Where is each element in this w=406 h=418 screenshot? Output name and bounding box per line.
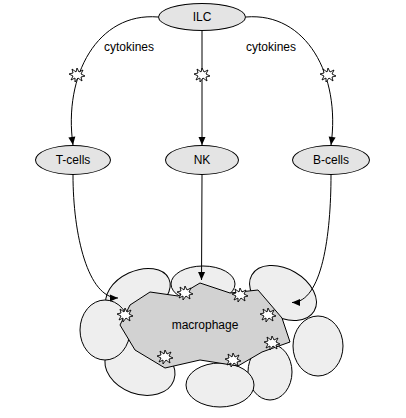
cell-ellipse-node: NK (165, 145, 239, 175)
cytokine-label: cytokines (246, 40, 296, 54)
connector (292, 175, 331, 306)
connector-line (202, 31, 203, 145)
cell-ellipse-node: T-cells (35, 145, 111, 175)
cytokine-label: cytokines (104, 40, 154, 54)
cell-ellipse (186, 363, 254, 407)
cytokine-star (320, 68, 336, 82)
connector (68, 17, 158, 145)
connector-line (71, 17, 158, 145)
cytokine-star (194, 68, 210, 82)
cytokine-star (69, 68, 85, 82)
macrophage-polygon (120, 283, 290, 368)
cell-ellipse (293, 316, 343, 376)
node-label: NK (194, 153, 211, 167)
connector-line (73, 175, 118, 298)
connector-line (201, 175, 202, 280)
cell-ellipse-node: ILC (158, 3, 246, 31)
arrow-head (198, 272, 205, 280)
arrow-head (110, 295, 118, 302)
node-label: T-cells (56, 153, 91, 167)
connector (199, 31, 206, 145)
node-label: B-cells (313, 153, 349, 167)
arrow-head (292, 299, 300, 306)
arrow-head (68, 137, 75, 145)
connector (246, 17, 336, 145)
node-label: macrophage (172, 318, 239, 332)
connector (198, 175, 205, 280)
connector-line (246, 17, 333, 145)
arrow-head (329, 137, 336, 145)
node-label: ILC (193, 10, 212, 24)
arrow-head (199, 137, 206, 145)
connector-line (292, 175, 331, 303)
cell-ellipse-node: B-cells (292, 145, 370, 175)
connector (73, 175, 118, 302)
macrophage-shape: macrophage (118, 280, 292, 370)
